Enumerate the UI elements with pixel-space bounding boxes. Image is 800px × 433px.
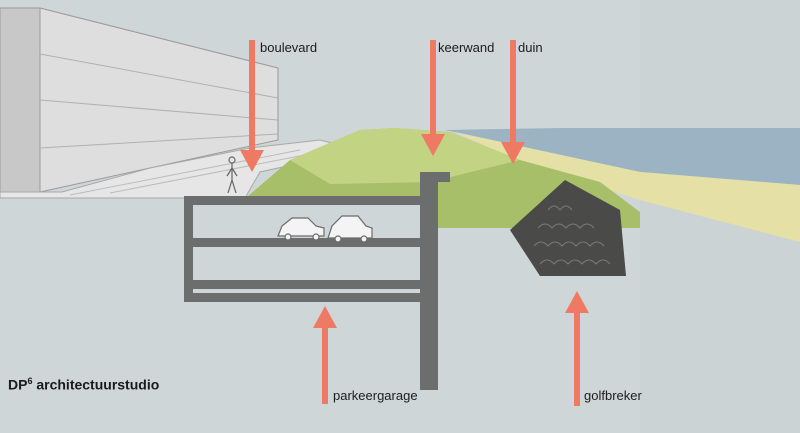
label-boulevard: boulevard	[260, 40, 318, 55]
arrow-parkeergarage	[313, 306, 337, 404]
car-icons	[277, 215, 373, 243]
credit-name: architectuurstudio	[36, 376, 160, 393]
breakwater	[510, 180, 626, 276]
credit-prefix: DP	[8, 376, 28, 393]
parking-garage	[184, 172, 450, 390]
arrow-duin	[501, 40, 525, 164]
arrow-keerwand	[421, 40, 445, 156]
beach	[455, 132, 800, 242]
arrow-golfbreker	[565, 291, 589, 406]
label-duin: duin	[518, 40, 543, 55]
label-parkeergarage: parkeergarage	[333, 388, 418, 403]
credit-superscript: 6	[27, 376, 33, 386]
credit-line: DP6 architectuurstudio	[8, 376, 159, 393]
arrow-boulevard	[240, 40, 264, 172]
person-figure	[226, 156, 238, 194]
label-golfbreker: golfbreker	[584, 388, 642, 403]
sea	[445, 128, 800, 185]
building	[0, 7, 279, 193]
label-keerwand: keerwand	[438, 40, 495, 55]
